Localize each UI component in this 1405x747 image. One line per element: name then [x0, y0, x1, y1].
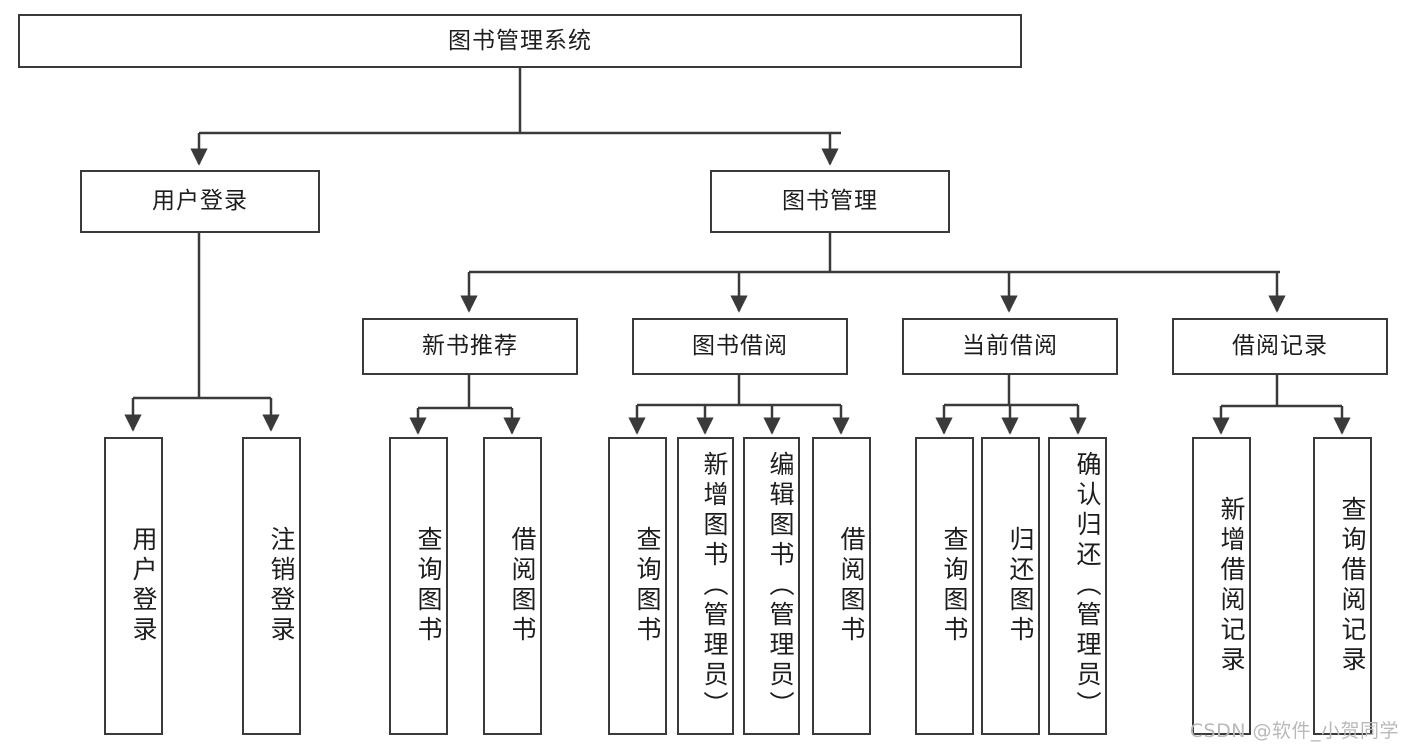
leaf-borrow-book-label: 借阅图书: [837, 526, 866, 646]
leaf-logout[interactable]: 注销登录: [242, 437, 301, 735]
leaf-query-book-borrow-label: 查询图书: [633, 526, 662, 646]
leaf-edit-book-admin[interactable]: 编辑图书（管理员）: [743, 437, 800, 735]
leaf-query-borrow-record[interactable]: 查询借阅记录: [1313, 437, 1372, 735]
leaf-edit-book-admin-label: 编辑图书（管理员）: [766, 451, 795, 721]
leaf-return-book[interactable]: 归还图书: [981, 437, 1040, 735]
node-current-borrow-label: 当前借阅: [962, 333, 1058, 360]
node-new-book-recommend[interactable]: 新书推荐: [362, 318, 578, 375]
leaf-query-book-current[interactable]: 查询图书: [915, 437, 974, 735]
csdn-watermark: CSDN @软件_小贺同学: [1189, 720, 1399, 742]
leaf-return-book-label: 归还图书: [1006, 526, 1035, 646]
leaf-add-borrow-record[interactable]: 新增借阅记录: [1192, 437, 1251, 735]
leaf-add-book-admin[interactable]: 新增图书（管理员）: [677, 437, 734, 735]
leaf-query-book-borrow[interactable]: 查询图书: [608, 437, 667, 735]
node-book-borrow-label: 图书借阅: [692, 333, 788, 360]
leaf-query-book-recommend-label: 查询图书: [414, 526, 443, 646]
leaf-add-borrow-record-label: 新增借阅记录: [1217, 496, 1246, 676]
node-root[interactable]: 图书管理系统: [18, 14, 1022, 68]
node-current-borrow[interactable]: 当前借阅: [902, 318, 1118, 375]
leaf-query-book-recommend[interactable]: 查询图书: [389, 437, 448, 735]
node-book-management-label: 图书管理: [782, 188, 878, 215]
leaf-confirm-return-admin[interactable]: 确认归还（管理员）: [1048, 437, 1107, 735]
leaf-user-login-label: 用户登录: [129, 526, 158, 646]
leaf-borrow-book-recommend[interactable]: 借阅图书: [483, 437, 542, 735]
node-book-management[interactable]: 图书管理: [710, 170, 950, 233]
leaf-add-book-admin-label: 新增图书（管理员）: [700, 451, 729, 721]
node-user-login-label: 用户登录: [152, 188, 248, 215]
node-book-borrow[interactable]: 图书借阅: [632, 318, 848, 375]
node-new-book-recommend-label: 新书推荐: [422, 333, 518, 360]
leaf-confirm-return-admin-label: 确认归还（管理员）: [1073, 451, 1102, 721]
node-borrow-records-label: 借阅记录: [1232, 333, 1328, 360]
leaf-user-login[interactable]: 用户登录: [104, 437, 163, 735]
leaf-query-borrow-record-label: 查询借阅记录: [1338, 496, 1367, 676]
node-user-login[interactable]: 用户登录: [80, 170, 320, 233]
leaf-borrow-book-recommend-label: 借阅图书: [508, 526, 537, 646]
node-borrow-records[interactable]: 借阅记录: [1172, 318, 1388, 375]
node-root-label: 图书管理系统: [448, 27, 592, 54]
leaf-query-book-current-label: 查询图书: [940, 526, 969, 646]
leaf-borrow-book[interactable]: 借阅图书: [812, 437, 871, 735]
leaf-logout-label: 注销登录: [267, 526, 296, 646]
